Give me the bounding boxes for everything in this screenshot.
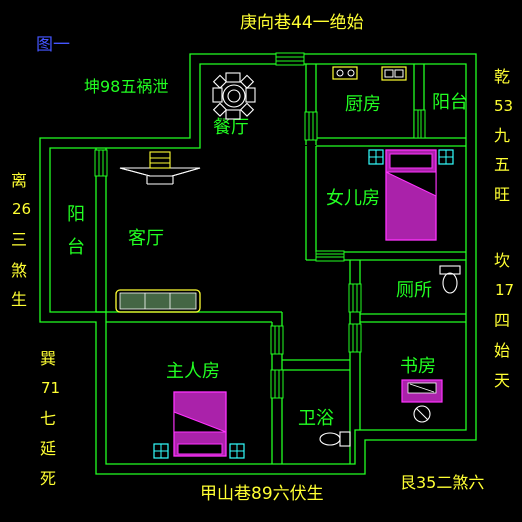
compass-left-2-line-1: 71 [41,379,60,397]
door-study [348,323,362,353]
room-label-study: 书房 [400,356,436,377]
door-master-a [270,325,284,355]
room-label-master: 主人房 [166,361,220,382]
tv-cabinet [119,151,201,185]
daughter-bed [368,149,454,241]
door-toilet [348,283,362,313]
compass-right-1-line-1: 53 [494,97,513,115]
compass-right-2-line-0: 坎 [494,251,510,270]
door-kitchen-balcony [413,109,426,139]
bath-fixture [319,431,351,447]
room-label-balcony-left-1: 台 [67,237,85,258]
compass-top-label: 庚向巷44一绝始 [240,13,364,33]
door-daughter [315,250,345,262]
room-label-bath: 卫浴 [298,408,334,429]
room-label-living: 客厅 [128,228,164,249]
windows [94,52,426,399]
outer-wall-inner [49,63,467,465]
compass-left-2-line-4: 死 [40,469,56,488]
compass-top-left-label: 坤98五祸泄 [84,77,168,96]
kitchen-sink [381,66,407,81]
compass-left-1-line-2: 三 [11,230,27,249]
kitchen-stove [332,66,358,80]
room-label-balcony-right: 阳台 [432,92,468,113]
compass-right-2-line-4: 天 [494,371,510,390]
compass-right-2-line-1: 17 [495,281,514,299]
compass-right-1-line-4: 旺 [494,185,510,204]
room-label-balcony-left-0: 阳 [67,204,85,225]
compass-left-1-line-3: 煞 [11,261,27,280]
compass-right-2-line-3: 始 [494,341,510,360]
compass-bottom-label: 甲山巷89六伏生 [200,484,324,504]
compass-right-2-line-2: 四 [494,311,510,330]
figure-label: 图一 [36,35,70,55]
compass-right-1-line-2: 九 [494,126,510,145]
walls [39,53,477,475]
compass-right-1-line-3: 五 [494,155,510,174]
room-label-daughter: 女儿房 [326,188,380,209]
compass-left-2-line-2: 七 [40,409,56,428]
compass-left-2-line-3: 延 [40,439,56,458]
outer-wall-outer [39,53,477,475]
sofa [115,289,201,313]
room-label-toilet: 厕所 [396,280,432,301]
room-label-kitchen: 厨房 [345,94,381,115]
window-top [275,52,305,66]
door-dining-kitchen [304,111,318,141]
window-balcony-left [94,149,108,177]
compass-left-1-line-1: 26 [12,200,31,218]
toilet-fixture [439,265,461,294]
compass-left-2-line-0: 巽 [40,349,56,368]
master-bed [153,391,245,459]
compass-right-1-line-0: 乾 [494,67,510,86]
compass-left-1-line-4: 生 [11,290,27,309]
compass-bottom-right-label: 艮35二煞六 [400,473,484,492]
study-desk [401,379,443,423]
door-master-b [270,369,284,399]
room-label-dining: 餐厅 [213,117,249,138]
dining-table [212,72,256,120]
compass-left-1-line-0: 离 [11,171,27,190]
